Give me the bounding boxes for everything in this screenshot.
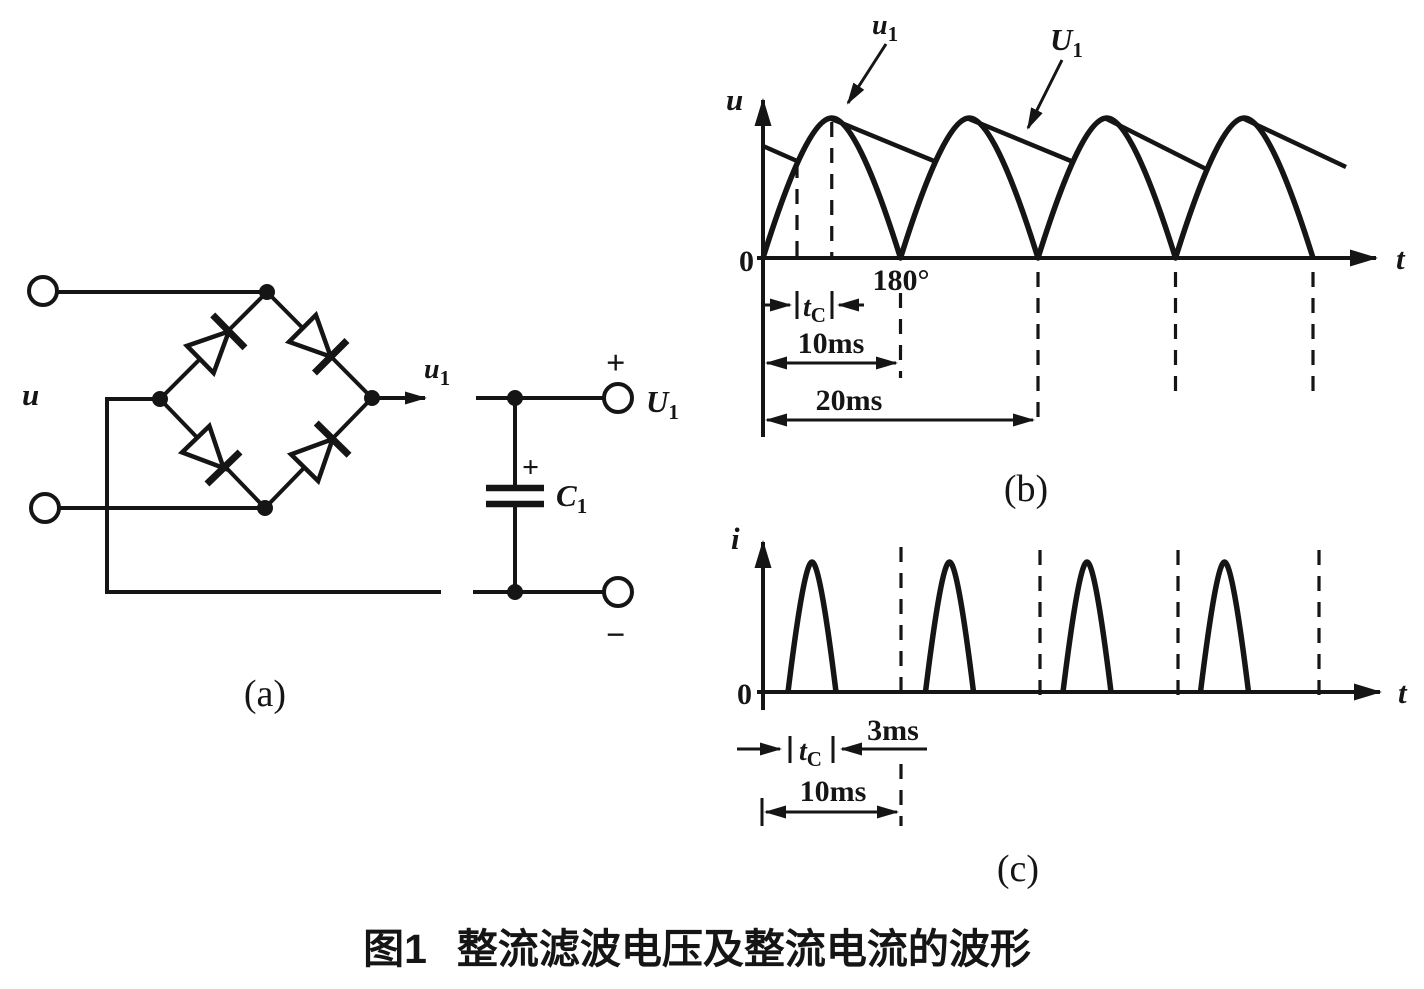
diode-d3 [177,421,243,487]
node-dot-top [259,284,275,300]
diode-d1 [182,312,248,378]
diode-d4 [286,420,352,486]
current-pulse-curve [785,559,1252,693]
axis-y-label-c: i [731,521,740,556]
output-minus-sign: − [606,617,625,654]
diode-d2-triangle [284,310,335,361]
waveform-b-panel: u t 0 u1 U1 180° tC 10ms 20ms (b) [726,10,1406,510]
tc-label-c: tC [799,736,822,771]
tc-label-b: tC [803,292,826,327]
envelope-discharge-line [762,116,1347,172]
axis-x-label-c: t [1398,675,1408,710]
source-voltage-label: u [22,377,39,412]
diode-d4-triangle [286,435,337,486]
diode-d3-cathode-bar [204,449,243,487]
dc-terminal-minus [602,576,634,608]
origin-label-c: 0 [737,678,752,711]
dim-20ms-label-b: 20ms [816,384,883,417]
waveform-c-panel: i t 0 tC 3ms 10ms (c) [731,521,1408,890]
diode-d3-triangle [177,421,228,472]
node-dot-bottom [257,500,273,516]
output-plus-sign: + [606,345,625,382]
diode-d1-triangle [182,327,233,378]
u1-callout-arrow [846,43,888,105]
angle-180-label: 180° [873,264,930,297]
diode-d4-cathode-bar [313,420,352,458]
node-dot-cap-bottom [507,584,523,600]
panel-c-label: (c) [997,848,1039,890]
dim-10ms-label-c: 10ms [800,775,867,808]
capacitor-label: C1 [556,478,587,518]
panel-a-label: (a) [244,673,286,715]
U1-label-circuit: U1 [646,384,679,424]
ac-terminal-bottom [29,492,61,524]
diode-d2 [284,310,350,376]
diode-d1-cathode-bar [210,312,248,351]
U1-callout-label: U1 [1050,22,1083,62]
capacitor-plus-sign: + [522,451,539,484]
axis-y-label-b: u [726,82,743,117]
ac-terminal-top [27,275,59,307]
u1-callout-label: u1 [872,10,898,46]
dim-3ms-label: 3ms [867,714,919,747]
rectified-voltage-curve [760,115,1316,261]
diode-d2-cathode-bar [311,337,350,376]
dim-10ms-label-b: 10ms [798,327,865,360]
U1-callout-arrow [1026,59,1064,130]
dc-terminal-plus [602,382,634,414]
circuit-panel: u u1 [22,275,679,715]
origin-label-b: 0 [739,245,754,278]
u1-label-circuit: u1 [424,354,450,390]
axis-x-label-b: t [1396,241,1406,276]
panel-b-label: (b) [1004,468,1048,510]
